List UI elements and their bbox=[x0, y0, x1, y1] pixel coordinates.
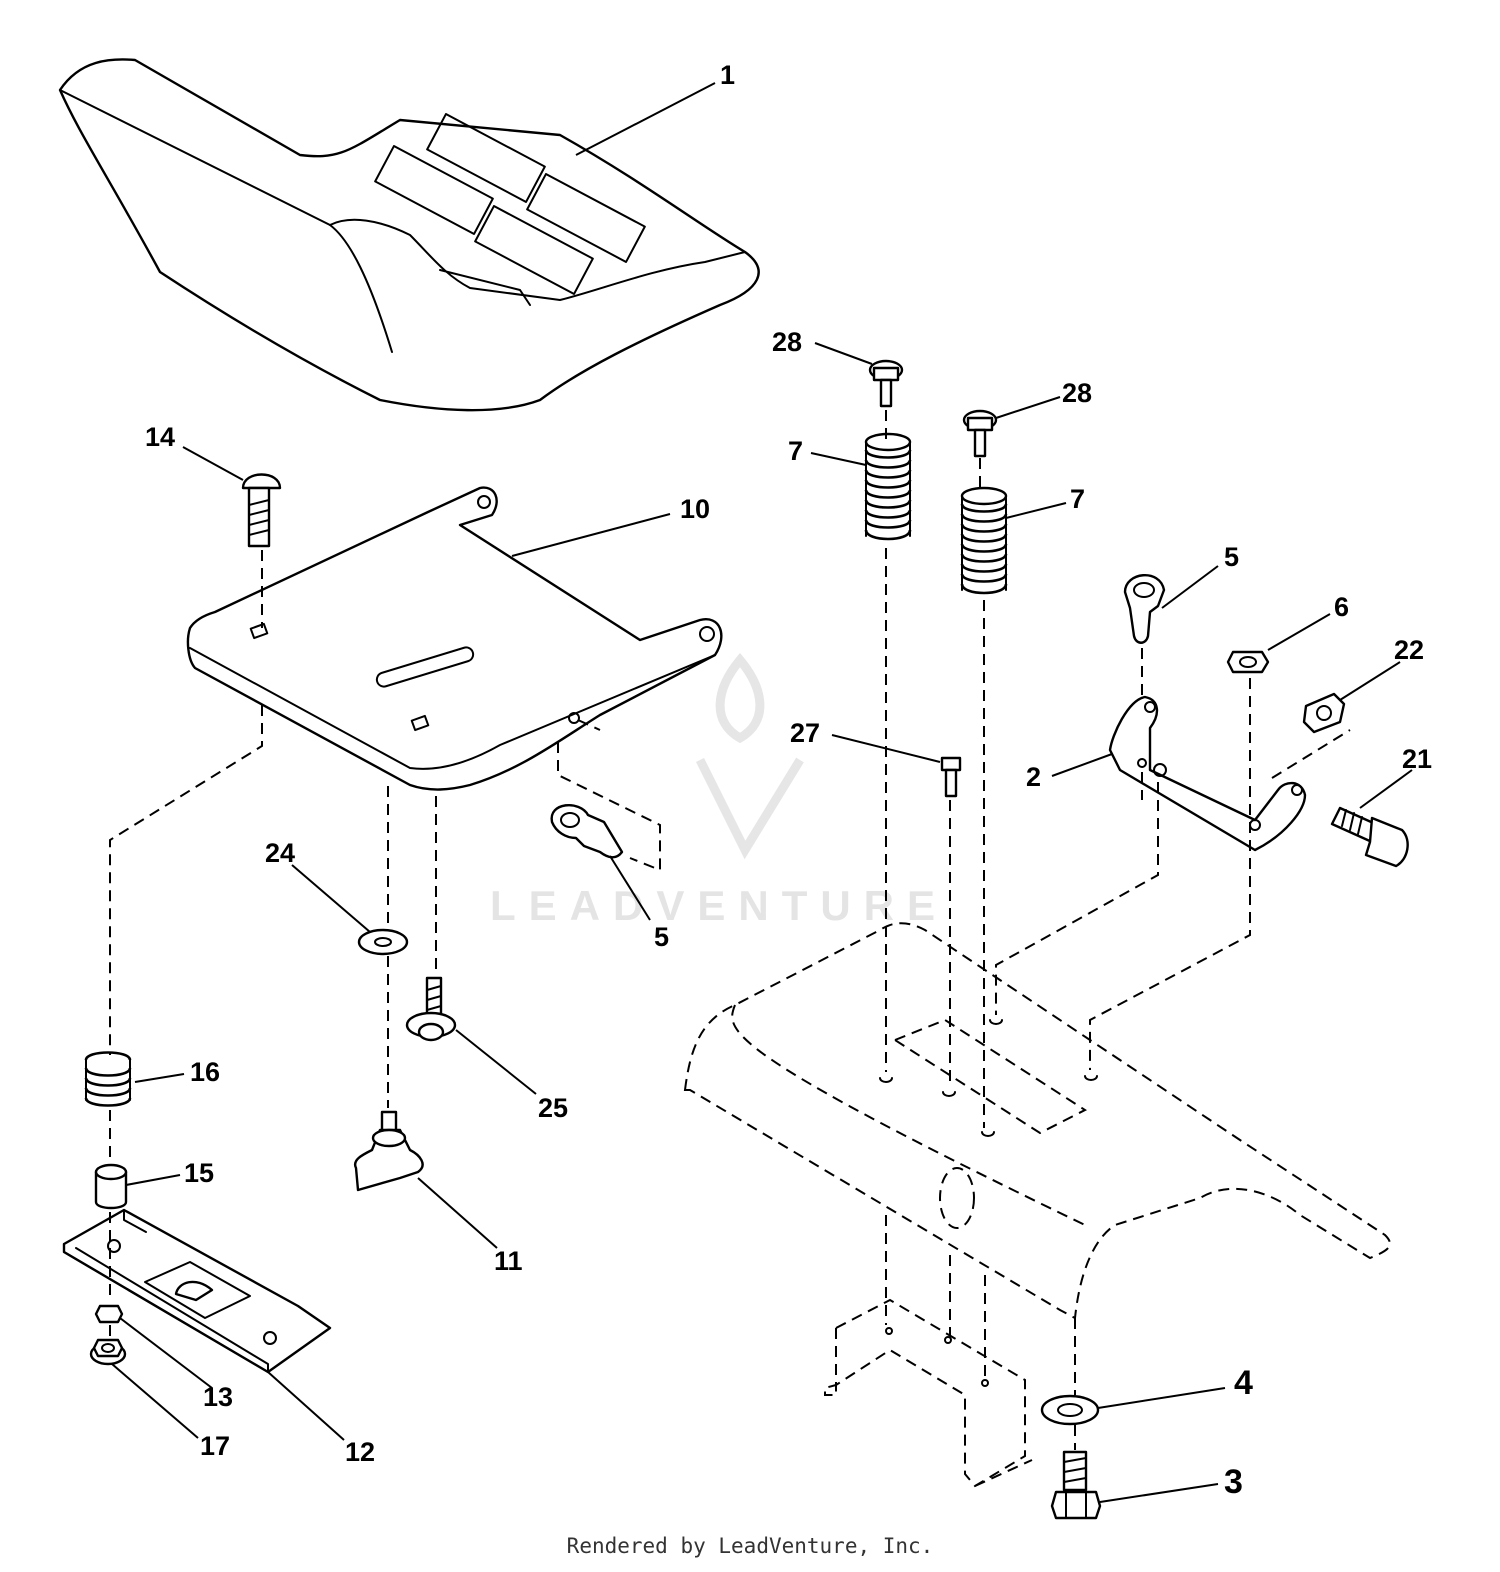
part-22-hex-nut[interactable] bbox=[1302, 692, 1346, 734]
leader-lines bbox=[111, 82, 1413, 1503]
callout-28-left: 28 bbox=[772, 327, 802, 357]
assembly-lines bbox=[109, 410, 1351, 1450]
callout-15: 15 bbox=[184, 1158, 214, 1188]
callout-3: 3 bbox=[1224, 1463, 1243, 1501]
part-7-spring-left[interactable] bbox=[864, 432, 912, 541]
part-14-carriage-bolt[interactable] bbox=[241, 473, 282, 548]
part-7-spring-right[interactable] bbox=[960, 486, 1008, 595]
leadventure-watermark-logo: LEADVENTURE bbox=[490, 652, 948, 929]
callout-5-lower: 5 bbox=[654, 922, 669, 952]
callout-24: 24 bbox=[265, 838, 295, 868]
part-16-spring[interactable] bbox=[84, 1051, 132, 1107]
callout-1: 1 bbox=[720, 60, 735, 90]
callout-5-upper: 5 bbox=[1224, 542, 1239, 572]
part-5-clip-upper[interactable] bbox=[1123, 574, 1166, 644]
part-17-flange-nut[interactable] bbox=[89, 1338, 127, 1366]
part-27-bolt[interactable] bbox=[940, 756, 962, 798]
callout-7-left: 7 bbox=[788, 436, 803, 466]
part-28-screw-left[interactable] bbox=[868, 359, 904, 408]
part-5-clip-lower[interactable] bbox=[550, 803, 624, 859]
part-6-lock-nut[interactable] bbox=[1226, 650, 1270, 674]
part-12-adjuster-plate[interactable] bbox=[62, 1208, 332, 1374]
part-3-hex-bolt[interactable] bbox=[1050, 1450, 1102, 1520]
callout-11: 11 bbox=[494, 1246, 523, 1276]
part-13-nut[interactable] bbox=[94, 1304, 124, 1324]
callout-14: 14 bbox=[145, 422, 175, 452]
part-1-seat[interactable] bbox=[58, 58, 760, 412]
part-2-bracket[interactable] bbox=[1108, 695, 1307, 852]
callout-17: 17 bbox=[200, 1431, 230, 1461]
callout-6: 6 bbox=[1334, 592, 1349, 622]
watermark-text: LEADVENTURE bbox=[490, 882, 948, 929]
callout-4: 4 bbox=[1234, 1364, 1253, 1402]
part-4-washer[interactable] bbox=[1040, 1394, 1100, 1426]
footer-credit: Rendered by LeadVenture, Inc. bbox=[566, 1534, 934, 1558]
part-25-shoulder-bolt[interactable] bbox=[405, 976, 457, 1042]
callout-2: 2 bbox=[1026, 762, 1041, 792]
tractor-frame-reference bbox=[683, 922, 1391, 1488]
part-15-spacer[interactable] bbox=[94, 1163, 128, 1210]
part-28-screw-right[interactable] bbox=[962, 409, 998, 458]
callout-27: 27 bbox=[790, 718, 820, 748]
part-24-washer[interactable] bbox=[357, 928, 409, 956]
callout-28-right: 28 bbox=[1062, 378, 1092, 408]
callout-16: 16 bbox=[190, 1057, 220, 1087]
callout-12: 12 bbox=[345, 1437, 375, 1467]
callout-21: 21 bbox=[1402, 744, 1432, 774]
callout-7-right: 7 bbox=[1070, 484, 1085, 514]
callout-25: 25 bbox=[538, 1093, 568, 1123]
callout-labels: 1 2 3 4 5 5 6 7 7 10 11 12 13 14 15 16 1… bbox=[145, 60, 1432, 1501]
part-10-seat-pan[interactable] bbox=[186, 486, 723, 791]
callout-22: 22 bbox=[1394, 635, 1424, 665]
callout-10: 10 bbox=[680, 494, 710, 524]
callout-13: 13 bbox=[203, 1382, 233, 1412]
part-11-knob[interactable] bbox=[353, 1110, 424, 1192]
part-21-hex-bolt[interactable] bbox=[1330, 806, 1409, 868]
